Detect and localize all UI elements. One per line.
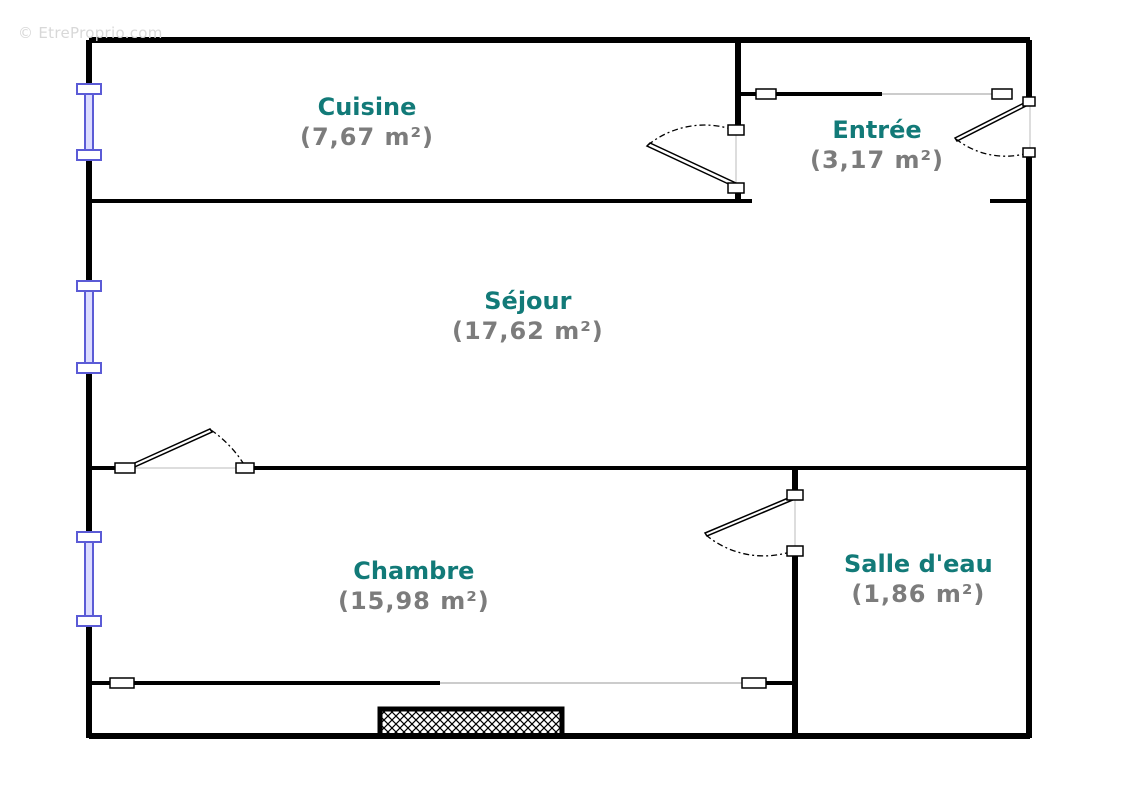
- room-name: Cuisine: [317, 93, 417, 121]
- window-sejour: [76, 280, 102, 374]
- room-name: Séjour: [484, 287, 572, 315]
- chimney-duct: [377, 706, 565, 739]
- closet-door-markers: [109, 677, 767, 689]
- window-cuisine: [76, 83, 102, 161]
- window-chambre: [76, 531, 102, 627]
- windows: [76, 83, 102, 627]
- doors: [109, 88, 1036, 689]
- room-label-cuisine: Cuisine (7,67 m²): [300, 92, 434, 152]
- room-area: (7,67 m²): [300, 123, 435, 151]
- door-entree: [755, 88, 1036, 158]
- door-salle-d-eau: [703, 489, 804, 557]
- room-name: Entrée: [832, 116, 922, 144]
- room-area: (15,98 m²): [338, 587, 490, 615]
- room-area: (1,86 m²): [851, 580, 986, 608]
- door-cuisine: [645, 124, 745, 194]
- room-label-salle-d-eau: Salle d'eau (1,86 m²): [844, 549, 993, 609]
- room-area: (17,62 m²): [452, 317, 604, 345]
- room-name: Salle d'eau: [844, 550, 993, 578]
- room-label-sejour: Séjour (17,62 m²): [452, 286, 604, 346]
- room-name: Chambre: [353, 557, 475, 585]
- room-label-entree: Entrée (3,17 m²): [810, 115, 944, 175]
- room-area: (3,17 m²): [810, 146, 945, 174]
- room-label-chambre: Chambre (15,98 m²): [338, 556, 490, 616]
- door-chambre: [114, 428, 255, 474]
- watermark: © EtreProprio.com: [18, 24, 163, 42]
